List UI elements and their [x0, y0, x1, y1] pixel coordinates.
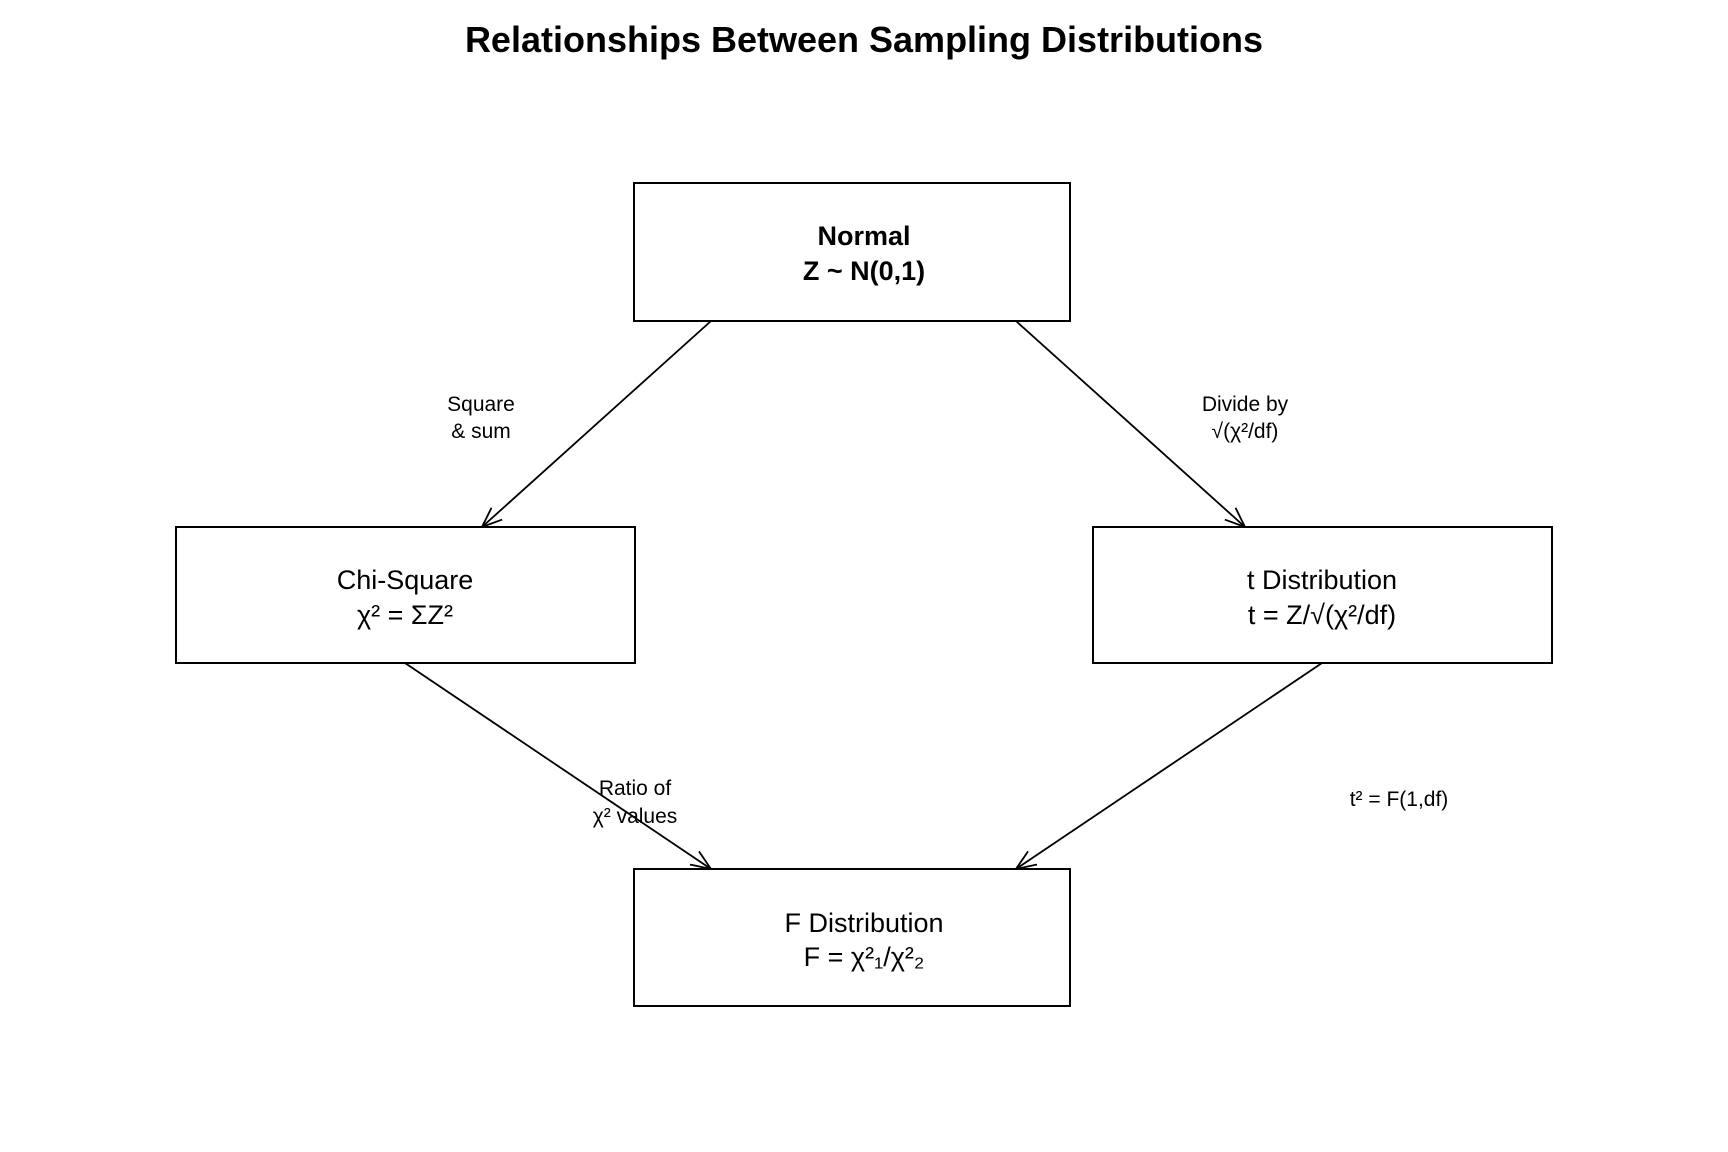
node-name: F Distribution — [784, 908, 943, 938]
edge-t-to-f — [1016, 662, 1323, 869]
node-name: Chi-Square — [337, 565, 474, 595]
node-formula: t = Z/√(χ²/df) — [1248, 600, 1396, 630]
node-name: t Distribution — [1247, 565, 1397, 595]
node-f-distribution: F Distribution F = χ²₁/χ²₂ — [633, 868, 1071, 1007]
edge-chi-square-to-f — [404, 662, 711, 869]
node-formula: F = χ²₁/χ²₂ — [804, 942, 925, 972]
node-chi-square: Chi-Square χ² = ΣZ² — [175, 526, 636, 664]
node-name: Normal — [817, 221, 910, 251]
edge-label-t-squared: t² = F(1,df) — [1350, 788, 1449, 811]
diagram-title: Relationships Between Sampling Distribut… — [465, 19, 1263, 60]
edge-label-divide-by: Divide by — [1202, 393, 1289, 416]
edge-normal-to-t — [1015, 320, 1245, 527]
edge-label-ratio-2: χ² values — [593, 805, 678, 828]
edge-label-square-sum-2: & sum — [451, 420, 511, 443]
edge-label-square-sum: Square — [447, 393, 515, 416]
edge-label-divide-by-2: √(χ²/df) — [1212, 420, 1279, 443]
node-normal: Normal Z ~ N(0,1) — [633, 182, 1071, 322]
node-formula: χ² = ΣZ² — [357, 600, 453, 630]
node-formula: Z ~ N(0,1) — [803, 256, 925, 286]
edge-normal-to-chi-square — [482, 320, 712, 527]
edge-label-ratio: Ratio of — [599, 777, 672, 800]
node-t-distribution: t Distribution t = Z/√(χ²/df) — [1092, 526, 1553, 664]
